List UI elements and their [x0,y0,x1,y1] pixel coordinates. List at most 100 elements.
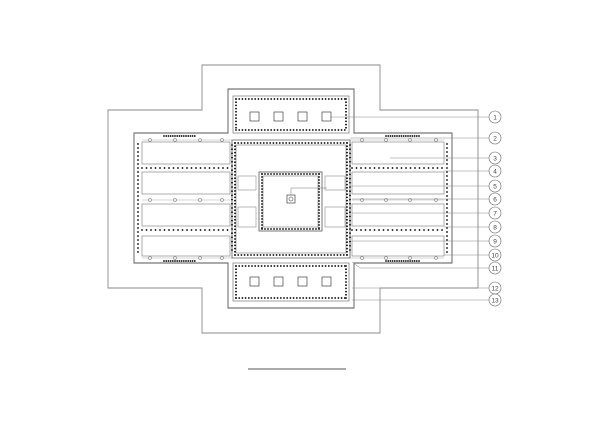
light-dot [446,151,448,153]
light-dot [231,202,233,205]
light-dot [323,142,326,144]
light-dot [235,123,237,126]
light-dot [339,254,342,256]
light-dot [238,297,241,299]
light-dot [165,260,168,262]
square-fixture [321,111,332,122]
light-dot [300,173,302,175]
callout-number: 2 [493,135,497,142]
light-dot [234,190,236,192]
top-bay [232,95,350,134]
light-dot [446,203,448,205]
light-dot [409,229,412,231]
light-dot [231,177,233,180]
light-dot [409,260,412,262]
light-dot [446,195,448,197]
light-dot [234,244,236,247]
light-dot [314,142,316,144]
light-dot [270,129,273,131]
light-dot [272,142,275,144]
light-dot [324,297,327,299]
light-dot [159,167,161,169]
light-dot [285,173,287,175]
light-dot [234,154,236,157]
light-dot [346,254,348,256]
light-dot [254,265,257,267]
light-dot [159,229,161,231]
light-dot [137,239,139,241]
light-dot [396,167,398,169]
light-dot [418,229,421,231]
light-dot [346,177,348,180]
light-dot [306,173,308,175]
light-dot [167,135,170,137]
light-dot [349,202,351,205]
light-dot [402,135,405,137]
callout-number: 7 [493,210,497,217]
light-dot [190,229,193,231]
light-dot [413,135,416,137]
light-dot [190,167,193,169]
light-dot [254,98,257,100]
ceiling-outline [133,88,453,309]
light-dot [182,135,185,137]
light-dot [263,98,266,100]
light-dot [349,219,351,222]
light-dot [295,297,298,299]
light-dot [304,142,307,144]
light-dot [272,254,275,256]
light-dot [234,238,236,240]
light-dot [396,260,398,262]
light-dot [234,209,236,212]
light-dot [261,194,263,196]
light-dot [288,173,290,175]
light-dot [446,147,448,149]
small-downlight [360,256,364,260]
light-dot [150,167,152,169]
light-dot [349,194,351,197]
light-dot [235,126,237,129]
light-dot [318,197,320,199]
light-dot [432,229,434,231]
left-wing-panel-1 [141,141,231,165]
light-dot [137,207,139,209]
light-dot [185,135,187,137]
callout-9: 9 [488,234,502,248]
light-dot [231,190,233,193]
light-dot [235,98,237,100]
square-fixture [297,111,308,122]
light-dot [299,129,301,131]
light-dot [318,129,321,131]
light-dot [137,179,139,181]
callout-circle [488,110,502,124]
light-dot [321,265,324,267]
light-dot [234,170,236,173]
light-dot [247,98,250,100]
light-dot [208,229,211,231]
core-side-box-right-2 [324,206,346,228]
light-dot [345,101,347,104]
light-dot [411,260,414,262]
light-dot [193,260,196,262]
light-dot [346,190,348,192]
light-dot [349,198,351,201]
light-dot [369,229,371,231]
light-dot [231,181,233,184]
light-dot [169,260,172,262]
light-dot [154,229,157,231]
light-dot [137,155,139,157]
light-dot [345,107,347,110]
light-dot [318,188,320,190]
light-dot [177,229,179,231]
light-dot [334,98,337,100]
light-dot [137,227,139,229]
light-dot [261,224,263,226]
core-side-box-left-2 [237,206,257,228]
light-dot [302,297,305,299]
callout-10: 10 [488,248,502,262]
light-dot [235,274,237,277]
light-dot [312,228,314,230]
light-dot [270,228,272,230]
light-dot [418,260,420,262]
